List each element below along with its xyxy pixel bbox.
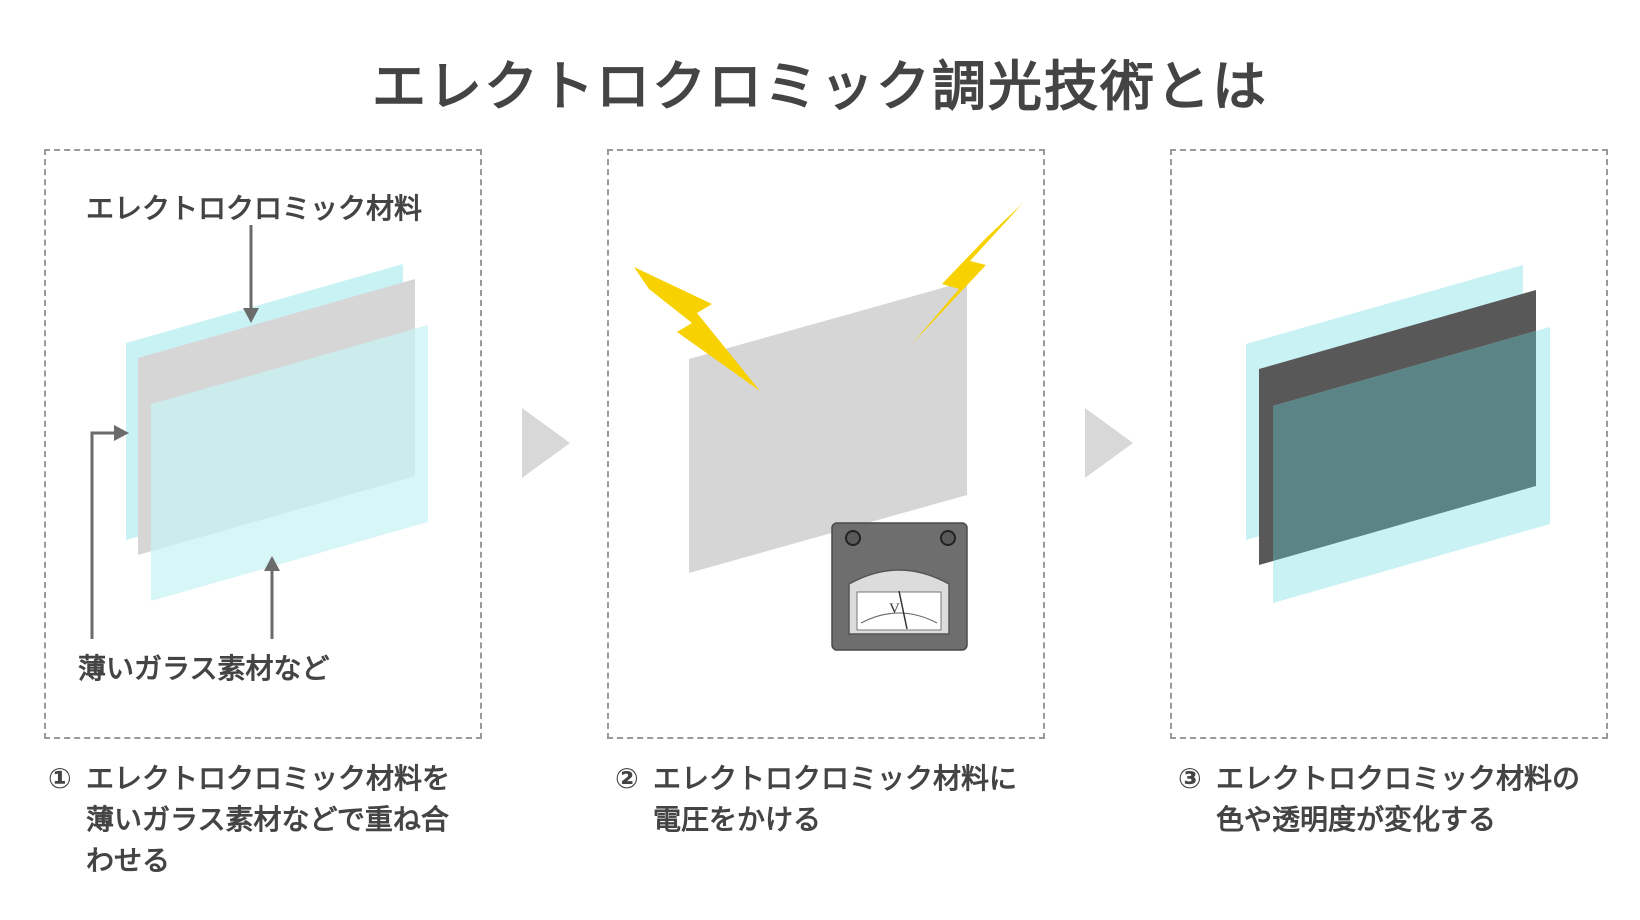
panel-step-2: V bbox=[607, 149, 1045, 739]
caption-text: エレクトロクロミック材料に 電圧をかける bbox=[653, 762, 1018, 836]
material-arrow-head bbox=[243, 308, 259, 323]
glass-front bbox=[151, 325, 428, 601]
colored-layers-illustration bbox=[1246, 265, 1550, 603]
panel-step-1: エレクトロクロミック材料 薄いガラス素材など bbox=[44, 149, 482, 739]
step-number: ③ bbox=[1178, 762, 1202, 795]
glass-elbow-arrow-line bbox=[90, 431, 116, 639]
lightning-left-icon bbox=[634, 267, 760, 391]
meter-unit: V bbox=[889, 601, 900, 617]
layers-illustration bbox=[90, 225, 428, 639]
caption-text: エレクトロクロミック材料の 色や透明度が変化する bbox=[1216, 762, 1581, 836]
page-title: エレクトロクロミック調光技術とは bbox=[372, 55, 1268, 118]
step-number: ① bbox=[48, 762, 72, 795]
glass-elbow-arrow-head bbox=[114, 425, 129, 441]
glass-arrow-head bbox=[264, 556, 280, 571]
step-number: ② bbox=[615, 762, 639, 795]
lightning-right-icon bbox=[911, 203, 1023, 345]
glass-label: 薄いガラス素材など bbox=[78, 652, 330, 685]
step-arrow-2 bbox=[1085, 408, 1133, 478]
panel-step-3 bbox=[1170, 149, 1608, 739]
voltmeter-icon: V bbox=[831, 522, 968, 651]
material-label: エレクトロクロミック材料 bbox=[86, 192, 423, 225]
tinted-overlap bbox=[1273, 331, 1536, 561]
voltage-illustration: V bbox=[634, 203, 1023, 651]
material-sheet bbox=[689, 281, 967, 573]
step-arrow-1 bbox=[522, 408, 570, 478]
caption-text: エレクトロクロミック材料を 薄いガラス素材などで重ね合 わせる bbox=[86, 762, 451, 877]
